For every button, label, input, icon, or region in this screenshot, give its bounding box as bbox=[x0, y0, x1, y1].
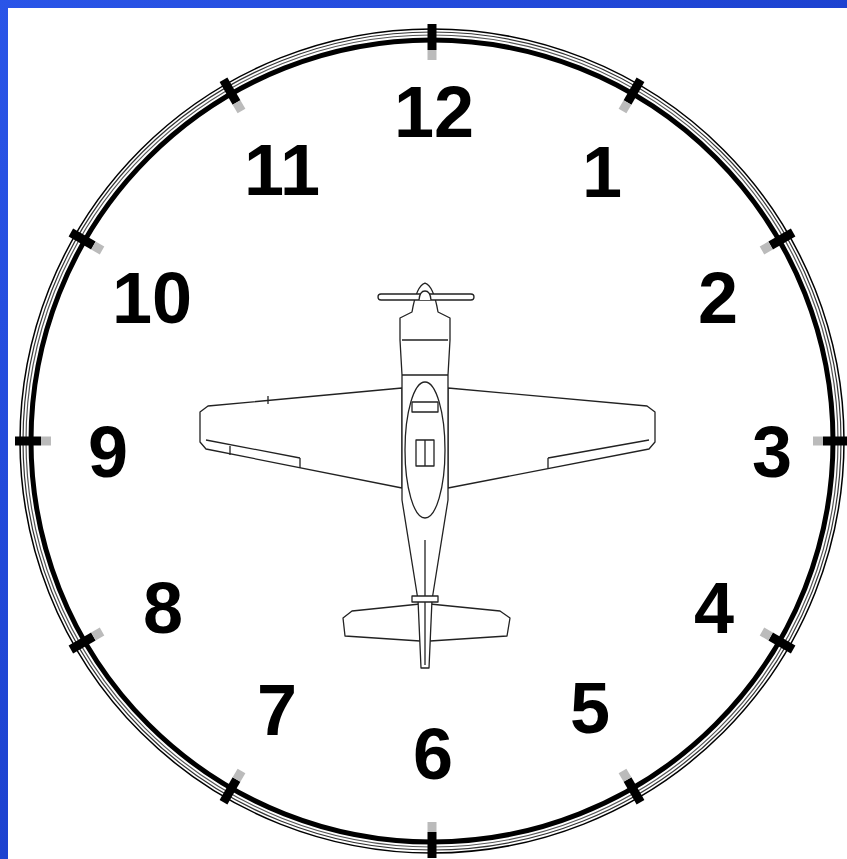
clock-number: 4 bbox=[694, 572, 734, 644]
airplane-top-view bbox=[200, 283, 655, 668]
clock-number: 10 bbox=[112, 262, 192, 334]
clock-rings bbox=[20, 29, 844, 853]
clock-number: 8 bbox=[143, 572, 183, 644]
clock-number: 11 bbox=[244, 134, 320, 206]
clock-number: 12 bbox=[394, 76, 474, 148]
clock-number: 3 bbox=[752, 416, 792, 488]
clock-number: 7 bbox=[257, 674, 297, 746]
clock-number: 2 bbox=[698, 262, 738, 334]
clock-number: 6 bbox=[413, 718, 453, 790]
clock-number: 1 bbox=[582, 136, 622, 208]
clock-number: 5 bbox=[570, 672, 610, 744]
clock-number: 9 bbox=[88, 416, 128, 488]
hour-ticks bbox=[15, 24, 847, 858]
